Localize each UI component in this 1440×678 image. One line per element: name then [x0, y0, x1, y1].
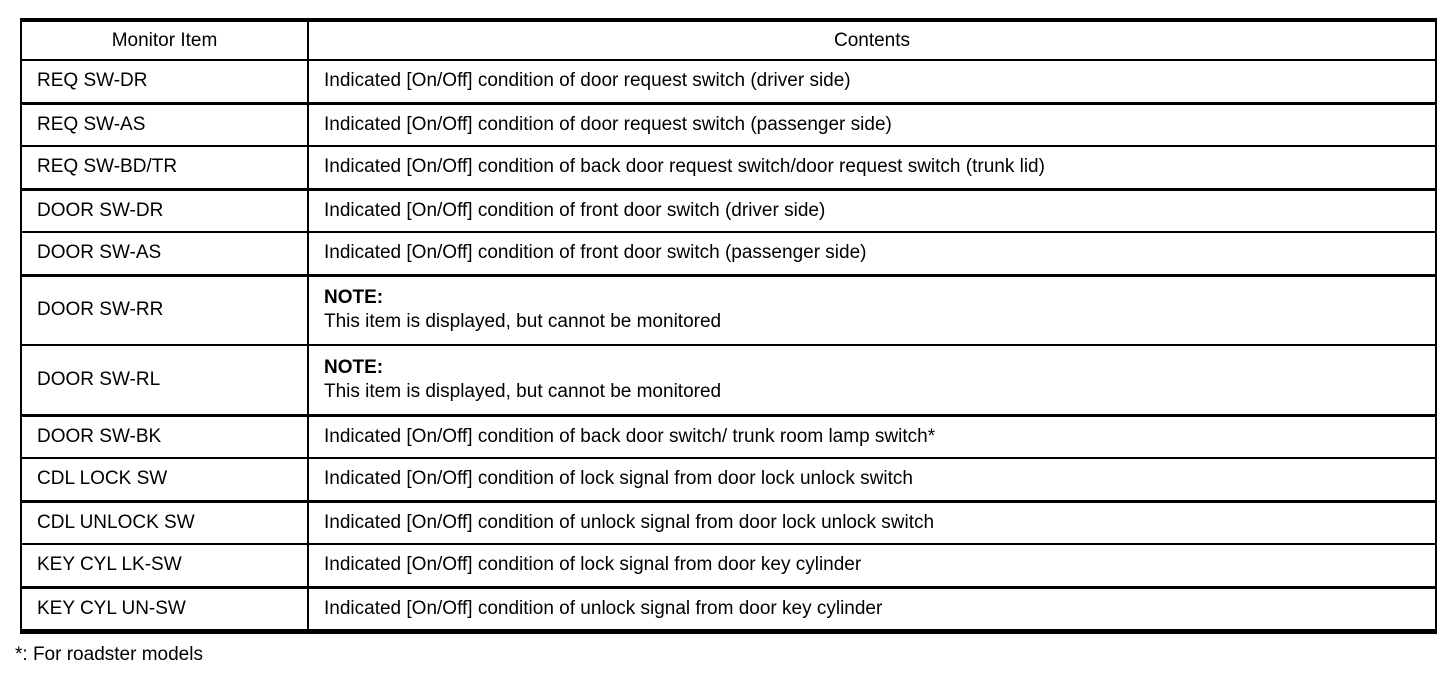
contents-cell: Indicated [On/Off] condition of back doo…: [307, 415, 1436, 459]
table-row: DOOR SW-RR NOTE: This item is displayed,…: [21, 275, 1436, 346]
contents-cell: Indicated [On/Off] condition of front do…: [307, 189, 1436, 233]
table-header-row: Monitor Item Contents: [21, 20, 1436, 61]
monitor-item-cell: KEY CYL LK-SW: [21, 544, 308, 589]
note-text: This item is displayed, but cannot be mo…: [324, 380, 722, 402]
monitor-item-cell: DOOR SW-AS: [21, 232, 308, 277]
contents-cell: NOTE: This item is displayed, but cannot…: [307, 275, 1436, 346]
table-row: DOOR SW-RL NOTE: This item is displayed,…: [21, 345, 1436, 417]
table-row: REQ SW-AS Indicated [On/Off] condition o…: [21, 103, 1436, 147]
monitor-item-cell: REQ SW-BD/TR: [21, 146, 308, 191]
table-row: DOOR SW-BK Indicated [On/Off] condition …: [21, 415, 1436, 459]
contents-cell: Indicated [On/Off] condition of lock sig…: [307, 458, 1436, 503]
monitor-item-cell: CDL LOCK SW: [21, 458, 308, 503]
note-text: This item is displayed, but cannot be mo…: [324, 311, 722, 333]
monitor-item-cell: DOOR SW-RL: [21, 345, 308, 417]
table-row: REQ SW-BD/TR Indicated [On/Off] conditio…: [21, 146, 1436, 191]
table-row: DOOR SW-DR Indicated [On/Off] condition …: [21, 189, 1436, 233]
table-row: KEY CYL LK-SW Indicated [On/Off] conditi…: [21, 544, 1436, 589]
note-label: NOTE:: [324, 356, 384, 378]
monitor-item-cell: DOOR SW-RR: [21, 275, 308, 346]
contents-cell: Indicated [On/Off] condition of door req…: [307, 103, 1436, 147]
contents-cell: Indicated [On/Off] condition of unlock s…: [307, 501, 1436, 545]
table-row: DOOR SW-AS Indicated [On/Off] condition …: [21, 232, 1436, 277]
monitor-item-cell: REQ SW-AS: [21, 103, 308, 147]
monitor-item-table: Monitor Item Contents REQ SW-DR Indicate…: [20, 18, 1437, 634]
table-row: CDL UNLOCK SW Indicated [On/Off] conditi…: [21, 501, 1436, 545]
monitor-item-cell: KEY CYL UN-SW: [37, 597, 186, 619]
monitor-item-cell: DOOR SW-BK: [21, 415, 308, 459]
column-header-contents: Contents: [307, 20, 1436, 61]
contents-cell: Indicated [On/Off] condition of front do…: [307, 232, 1436, 277]
contents-cell: Indicated [On/Off] condition of back doo…: [307, 146, 1436, 191]
contents-cell: NOTE: This item is displayed, but cannot…: [307, 345, 1436, 417]
contents-cell: Indicated [On/Off] condition of door req…: [307, 60, 1436, 105]
column-header-monitor-item: Monitor Item: [21, 20, 308, 61]
table-row: CDL LOCK SW Indicated [On/Off] condition…: [21, 458, 1436, 503]
monitor-item-cell: CDL UNLOCK SW: [21, 501, 308, 545]
note-label: NOTE:: [324, 287, 384, 309]
table-row: KEY CYL UN-SW Indicated [On/Off] conditi…: [21, 587, 1436, 631]
monitor-item-cell: REQ SW-DR: [21, 60, 308, 105]
contents-cell: Indicated [On/Off] condition of lock sig…: [307, 544, 1436, 589]
table-row: REQ SW-DR Indicated [On/Off] condition o…: [21, 60, 1436, 105]
table-footnote: *: For roadster models: [15, 644, 203, 665]
contents-cell: Indicated [On/Off] condition of unlock s…: [307, 587, 1436, 631]
monitor-item-cell: DOOR SW-DR: [21, 189, 308, 233]
